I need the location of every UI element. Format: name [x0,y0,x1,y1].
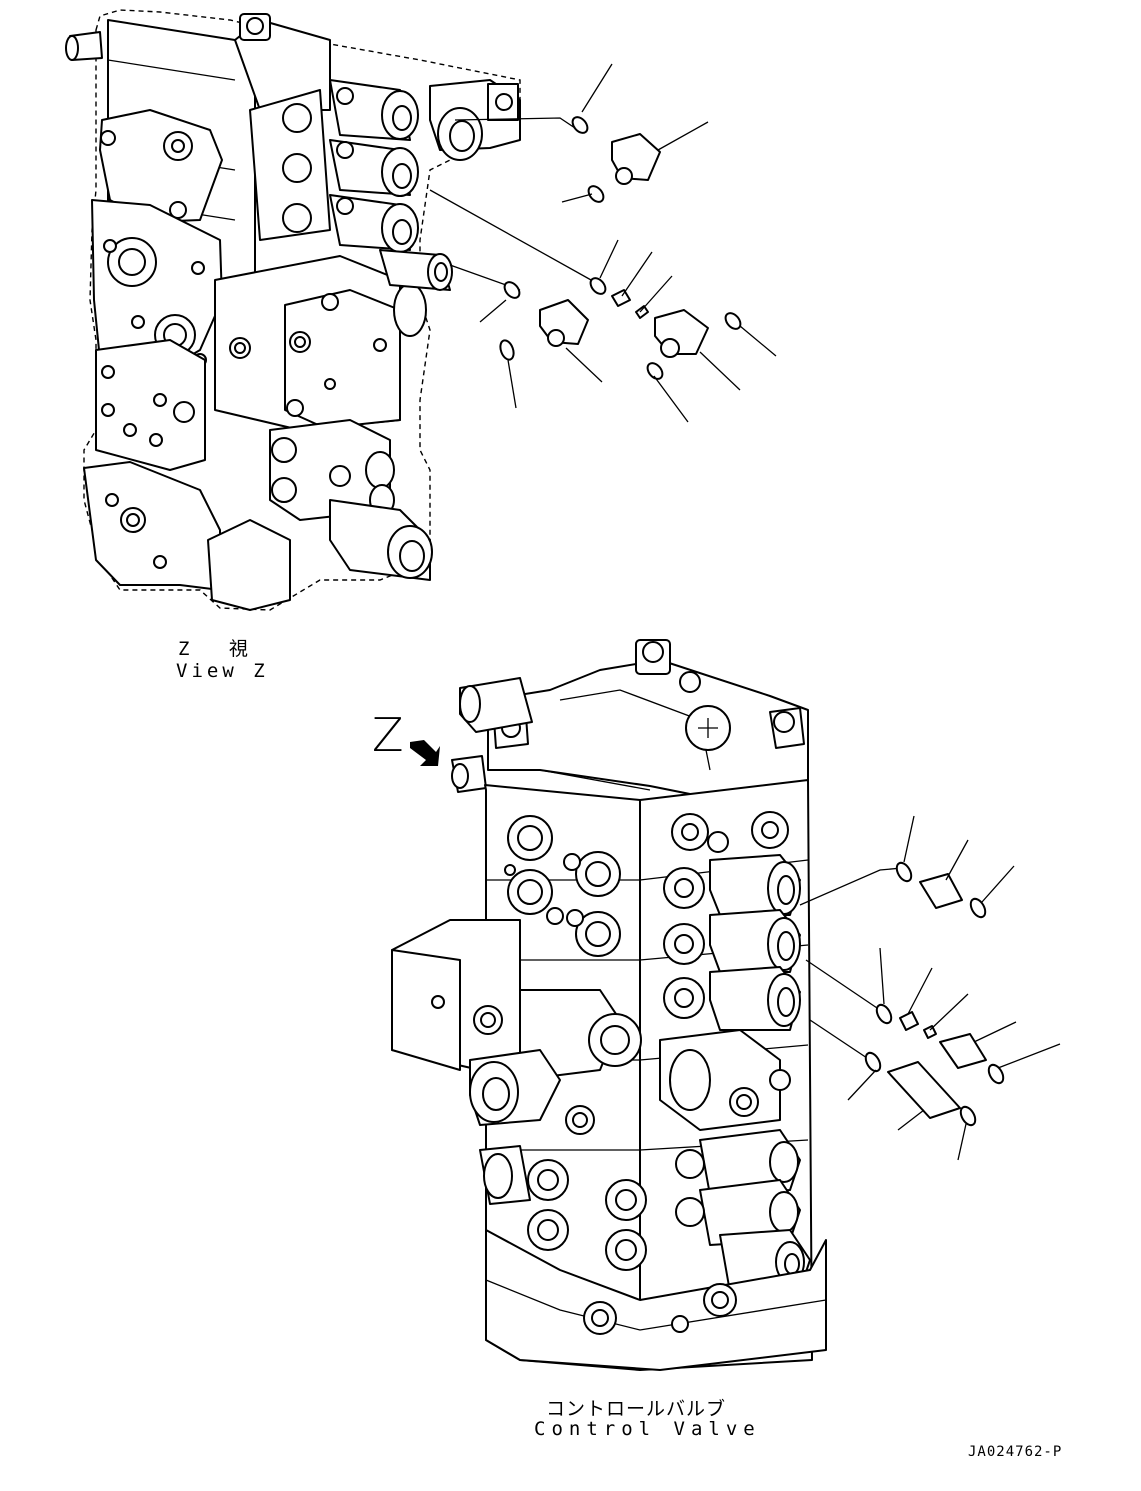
drawing-number: JA024762-P [968,1444,1063,1460]
arrow-pointer-icon [410,740,440,766]
view-z-label-japanese: Z 視 [178,638,262,660]
view-marker-letter: Z [372,708,404,762]
view-z-exploded-parts [429,63,777,423]
control-valve-exploded-parts [799,815,1061,1161]
view-z-valve-assembly [65,9,521,611]
view-z-label-english: View Z [176,660,269,682]
control-valve-label-english: Control Valve [534,1418,761,1440]
control-valve-assembly [391,639,827,1371]
control-valve-label-japanese: コントロールバルブ [546,1398,727,1420]
